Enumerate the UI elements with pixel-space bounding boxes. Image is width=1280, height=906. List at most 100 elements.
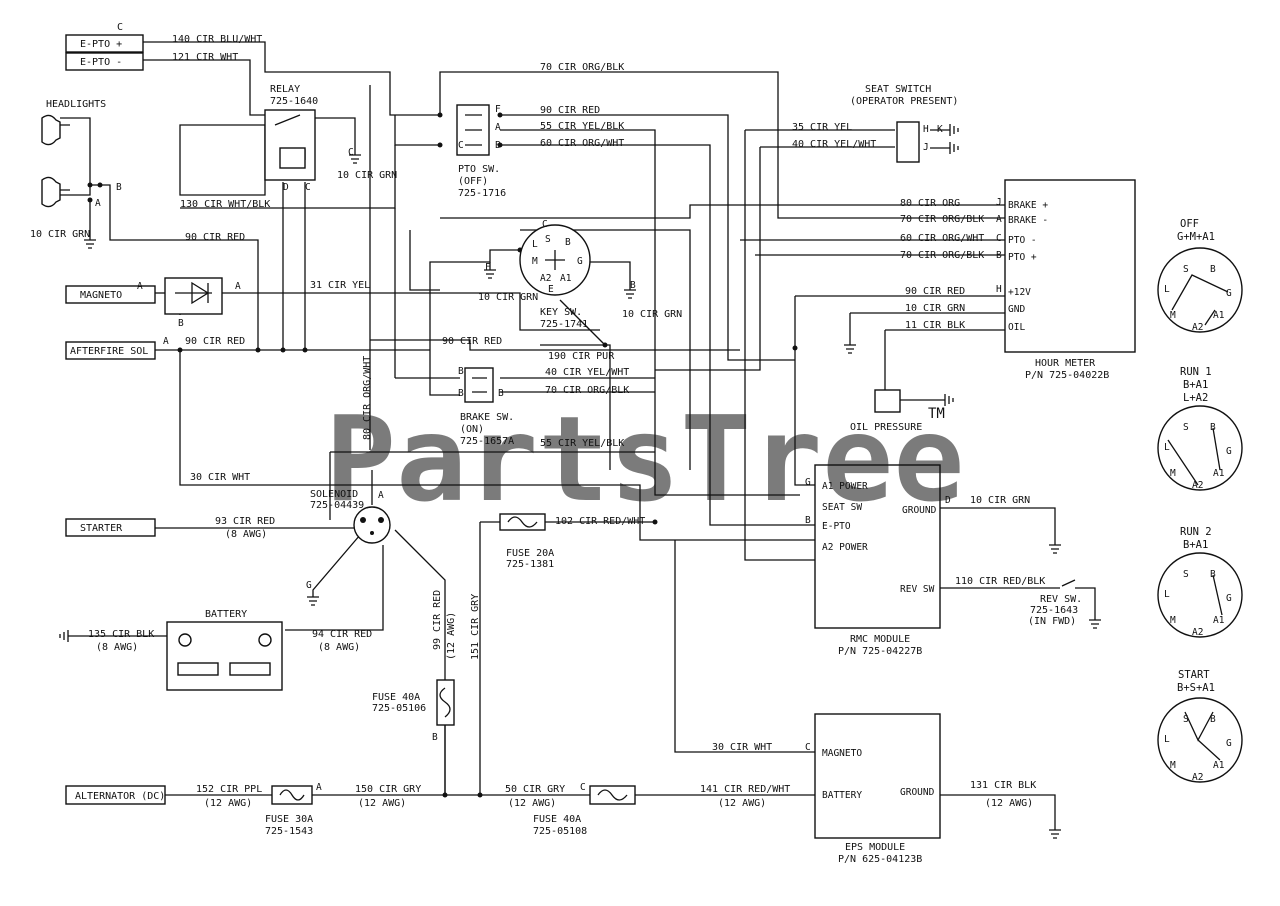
wire-label: (8 AWG)	[225, 529, 267, 540]
rmc-pin-a2-power: A2 POWER	[822, 542, 868, 553]
wire-label: 150 CIR GRY	[355, 784, 421, 795]
wire-label: 110 CIR RED/BLK	[955, 576, 1045, 587]
key-letter: M	[1170, 615, 1176, 626]
pin-letter: F	[485, 262, 491, 273]
wire-label: 151 CIR GRY	[470, 594, 481, 660]
wire-label: 30 CIR WHT	[190, 472, 250, 483]
watermark: PartsTree TM	[325, 390, 964, 528]
wire-label: 55 CIR YEL/BLK	[540, 438, 624, 449]
brake-switch: BRAKE SW. (ON) 725-1657A	[460, 367, 514, 447]
wire-label: 60 CIR ORG/WHT	[540, 138, 624, 149]
pin-letter: C	[458, 140, 464, 151]
pin-letter: B	[458, 388, 464, 399]
wire-label: (8 AWG)	[318, 642, 360, 653]
key-switch-title: KEY SW.	[540, 307, 582, 318]
key-letter: M	[1170, 468, 1176, 479]
magneto-label: MAGNETO	[80, 290, 122, 301]
eps-module-part: P/N 625-04123B	[838, 854, 922, 865]
key-letter: S	[1183, 569, 1189, 580]
key-letter: M	[1170, 760, 1176, 771]
pin-letter: C	[348, 147, 354, 158]
pto-switch: PTO SW. (OFF) 725-1716	[456, 104, 506, 199]
pin-letter: B	[498, 388, 504, 399]
pin-letter: B	[565, 237, 571, 248]
wire-label: 10 CIR GRN	[337, 170, 397, 181]
wire-label: 35 CIR YEL	[792, 122, 852, 133]
hour-meter-title: HOUR METER	[1035, 358, 1096, 369]
key-letter: G	[1226, 738, 1232, 749]
wire-label: 99 CIR RED	[432, 590, 443, 650]
pin-letter: B	[805, 515, 811, 526]
key-letter: S	[1183, 422, 1189, 433]
wire-label: 10 CIR GRN	[622, 309, 682, 320]
wire-label: 80 CIR ORG/WHT	[362, 356, 373, 440]
pin-letter: A2	[540, 273, 551, 284]
rmc-pin-ground: GROUND	[902, 505, 937, 516]
key-letter: S	[1183, 714, 1189, 725]
starter: STARTER	[65, 518, 156, 537]
wire-label: 90 CIR RED	[185, 336, 245, 347]
hour-meter-part: P/N 725-04022B	[1025, 370, 1109, 381]
fuse-40a-vertical: FUSE 40A 725-05106	[372, 679, 455, 726]
junction-dots	[87, 112, 798, 798]
pin-letter: G	[306, 580, 312, 591]
eps-module-title: EPS MODULE	[845, 842, 905, 853]
key-letter: B	[1210, 569, 1216, 580]
eps-module: MAGNETO BATTERY GROUND EPS MODULE P/N 62…	[814, 713, 941, 865]
fuse-40a-part: 725-05106	[372, 703, 426, 714]
key-letter: A2	[1192, 627, 1203, 638]
rmc-pin-a1-power: A1 POWER	[822, 481, 868, 492]
pin-letter: A	[495, 122, 501, 133]
wire-label: (12 AWG)	[446, 612, 457, 660]
wire-label: 11 CIR BLK	[905, 320, 965, 331]
pin-letter: A	[95, 198, 101, 209]
pin-letter: B	[116, 182, 122, 193]
pin-letter: J	[923, 142, 929, 153]
key-state-combo2: L+A2	[1183, 392, 1208, 404]
rev-switch-part: 725-1643	[1030, 605, 1078, 616]
fuse-40a-horizontal: FUSE 40A 725-05108	[533, 785, 636, 837]
wire-label: 121 CIR WHT	[172, 52, 238, 63]
wire-label: 70 CIR ORG/BLK	[900, 214, 984, 225]
key-state-title: START	[1178, 669, 1210, 681]
starter-label: STARTER	[80, 523, 123, 534]
wire-label: 70 CIR ORG/BLK	[545, 385, 629, 396]
epto-plus-label: E-PTO +	[80, 39, 122, 50]
key-legend-start: START B+S+A1 S B L G M A1 A2	[1157, 669, 1243, 783]
rmc-pin-rev-sw: REV SW	[900, 584, 935, 595]
pin-letter: A	[137, 281, 143, 292]
wire-label: 94 CIR RED	[312, 629, 372, 640]
pin-letter: C	[305, 182, 311, 193]
epto-connector: C E-PTO + E-PTO -	[65, 22, 144, 71]
pin-letter: A1	[560, 273, 572, 284]
fuse-30a-part: 725-1543	[265, 826, 313, 837]
key-letter: B	[1210, 714, 1216, 725]
rev-switch-title: REV SW.	[1040, 594, 1082, 605]
relay-part: 725-1640	[270, 96, 318, 107]
fuse-40a-title: FUSE 40A	[372, 692, 420, 703]
wire-label: 90 CIR RED	[185, 232, 245, 243]
rmc-module-part: P/N 725-04227B	[838, 646, 922, 657]
wire-label: 102 CIR RED/WHT	[555, 516, 645, 527]
brake-switch-state: (ON)	[460, 424, 484, 435]
wire-label: 190 CIR PUR	[548, 351, 615, 362]
wire-label: 10 CIR GRN	[970, 495, 1030, 506]
pin-letter: G	[577, 256, 583, 267]
seat-switch-note: (OPERATOR PRESENT)	[850, 96, 958, 107]
pto-switch-state: (OFF)	[458, 176, 488, 187]
wire-label: 141 CIR RED/WHT	[700, 784, 790, 795]
wire-label: (12 AWG)	[718, 798, 766, 809]
magneto: MAGNETO	[65, 277, 223, 315]
wire-label: 80 CIR ORG	[900, 198, 960, 209]
key-letter: A2	[1192, 480, 1203, 491]
pin-letter: B	[495, 140, 501, 151]
fuse-40b-title: FUSE 40A	[533, 814, 581, 825]
eps-pin-ground: GROUND	[900, 787, 935, 798]
pin-letter: H	[996, 284, 1002, 295]
key-letter: A2	[1192, 322, 1203, 333]
pin-letter: K	[937, 124, 943, 135]
wire-label: (12 AWG)	[508, 798, 556, 809]
key-letter: A1	[1213, 760, 1225, 771]
headlights: HEADLIGHTS	[41, 99, 106, 208]
brake-switch-part: 725-1657A	[460, 436, 514, 447]
